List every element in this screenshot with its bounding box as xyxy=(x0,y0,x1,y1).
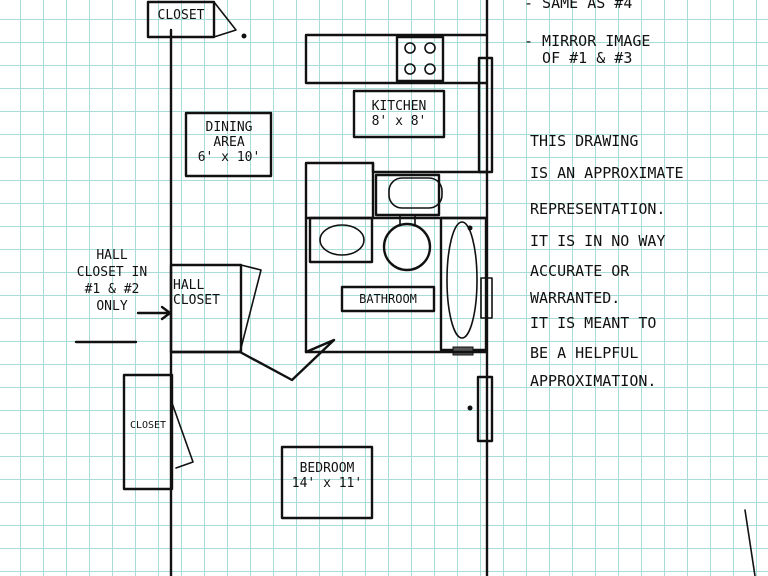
disclaimer-line: BE A HELPFUL xyxy=(530,344,639,362)
burner-icon xyxy=(404,42,416,54)
hall-closet-door xyxy=(239,264,262,353)
note-same-as: - SAME AS #4 xyxy=(524,0,633,12)
hall-closet-note: HALL CLOSET IN #1 & #2 ONLY xyxy=(76,248,148,314)
note-mirror-image: - MIRROR IMAGE OF #1 & #3 xyxy=(524,32,651,67)
toilet-tank xyxy=(388,177,443,209)
toilet-bowl xyxy=(382,222,432,272)
bathtub xyxy=(446,221,478,339)
disclaimer-line: IT IS IN NO WAY xyxy=(530,232,666,250)
burner-icon xyxy=(424,42,436,54)
burner-icon xyxy=(404,63,416,75)
left-closet-box xyxy=(122,373,174,491)
dining-area-label: DINING AREA 6' x 10' xyxy=(197,120,261,165)
kitchen-label-box xyxy=(352,89,446,139)
sink-basin xyxy=(319,224,365,256)
bedroom-window xyxy=(476,375,494,443)
closet-left-label: CLOSET xyxy=(129,420,167,431)
bathroom-label: BATHROOM xyxy=(359,292,417,306)
closet-top-label: CLOSET xyxy=(157,8,205,23)
left-closet-door xyxy=(171,402,194,469)
kitchen-counter xyxy=(304,33,488,85)
bath-walls xyxy=(371,161,488,220)
dot-mark xyxy=(467,225,473,231)
door-knob-dot xyxy=(241,33,247,39)
stove xyxy=(395,35,445,83)
disclaimer-line: THIS DRAWING xyxy=(530,132,639,150)
disclaimer-line: WARRANTED. xyxy=(530,289,621,307)
disclaimer-line: IS AN APPROXIMATE xyxy=(530,164,684,182)
disclaimer-line: ACCURATE OR xyxy=(530,262,630,280)
disclaimer-line: APPROXIMATION. xyxy=(530,372,657,390)
bedroom-label: BEDROOM 14' x 11' xyxy=(291,461,363,491)
toilet-tank-area xyxy=(374,173,441,217)
disclaimer-line: IT IS MEANT TO xyxy=(530,314,657,332)
bath-window xyxy=(480,277,493,319)
burner-icon xyxy=(424,63,436,75)
bathroom-label-box xyxy=(340,285,436,313)
disclaimer-line: REPRESENTATION. xyxy=(530,200,666,218)
arrow-icon xyxy=(136,305,172,321)
dining-label-box xyxy=(184,111,273,178)
kitchen-label: KITCHEN 8' x 8' xyxy=(371,99,427,129)
dot-mark xyxy=(467,405,473,411)
top-closet-box xyxy=(146,0,216,39)
top-closet-door xyxy=(213,1,237,38)
page-edge-line xyxy=(744,509,756,576)
bath-door-swing xyxy=(238,338,336,382)
kitchen-window xyxy=(477,56,494,174)
bedroom-label-box xyxy=(280,445,374,520)
bath-vanity-left xyxy=(304,161,375,220)
hall-closet-label: HALL CLOSET xyxy=(173,278,220,308)
sink-cabinet xyxy=(308,216,374,264)
